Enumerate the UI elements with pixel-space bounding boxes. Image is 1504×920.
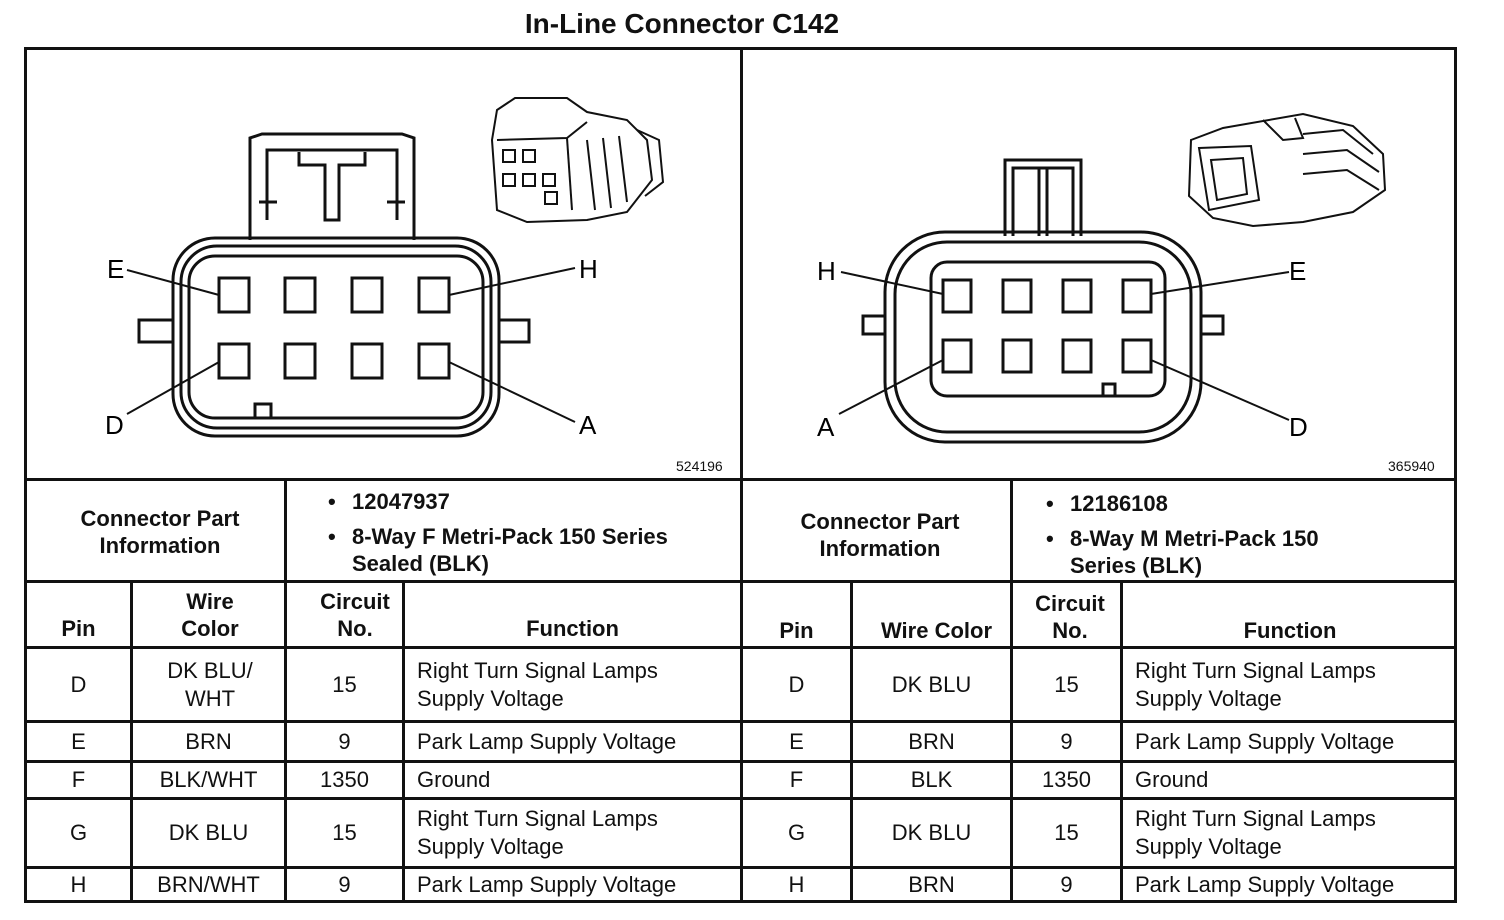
- connector-info-label: Connector Part Information: [800, 509, 960, 561]
- col-divider: [130, 582, 133, 903]
- function-cell: Right Turn Signal Lamps Supply Voltage: [417, 806, 658, 859]
- function-cell: Park Lamp Supply Voltage: [1135, 871, 1395, 897]
- circuit-header: Circuit No.: [320, 589, 390, 641]
- pin-label-top-right: H: [579, 254, 598, 284]
- function-cell: Park Lamp Supply Voltage: [417, 871, 677, 897]
- part-description: 8-Way F Metri-Pack 150 Series Sealed (BL…: [352, 524, 668, 576]
- male-connector-diagram: H E A D: [743, 50, 1457, 480]
- col-divider: [1120, 582, 1123, 903]
- circuit-cell: 15: [332, 671, 357, 697]
- female-connector-drawing: [126, 97, 665, 438]
- function-cell: Right Turn Signal Lamps Supply Voltage: [1135, 806, 1376, 859]
- circuit-cell: 9: [1060, 871, 1073, 897]
- wire-color-cell: DK BLU: [891, 820, 972, 845]
- diagram-divider: [24, 478, 1457, 481]
- wire-color-header: Wire Color: [181, 589, 239, 641]
- function-cell: Right Turn Signal Lamps Supply Voltage: [1135, 657, 1376, 711]
- function-cell: Right Turn Signal Lamps Supply Voltage: [417, 657, 658, 711]
- row-divider: [24, 866, 1457, 869]
- wire-color-cell: BRN: [908, 728, 955, 754]
- wire-color-cell: BLK/WHT: [159, 767, 258, 792]
- part-info: •12047937 •8-Way F Metri-Pack 150 Series…: [328, 488, 728, 585]
- page-title: In-Line Connector C142: [524, 8, 840, 39]
- pin-label-bottom-right: D: [1289, 412, 1308, 442]
- col-divider: [284, 480, 287, 903]
- pin-label-top-left: H: [817, 256, 836, 286]
- pin-cell: E: [71, 728, 86, 754]
- function-cell: Ground: [1135, 767, 1209, 792]
- part-description: 8-Way M Metri-Pack 150 Series (BLK): [1070, 526, 1319, 578]
- circuit-header: Circuit No.: [1035, 591, 1105, 643]
- wire-color-cell: BRN: [908, 871, 955, 897]
- pin-cell: F: [789, 767, 804, 792]
- info-divider: [24, 580, 1457, 583]
- part-number-item: •12047937: [328, 489, 450, 514]
- figure-number: 524196: [676, 458, 723, 474]
- pin-cell: G: [69, 820, 88, 845]
- pin-label-top-left: E: [107, 254, 124, 284]
- pin-cell: D: [788, 671, 805, 697]
- function-cell: Park Lamp Supply Voltage: [1135, 728, 1395, 754]
- pin-cell: E: [789, 728, 804, 754]
- function-header: Function: [526, 616, 619, 641]
- col-divider: [850, 582, 853, 903]
- row-divider: [24, 797, 1457, 800]
- part-description-item: •8-Way M Metri-Pack 150 Series (BLK): [1046, 526, 1319, 578]
- part-number: 12047937: [352, 489, 450, 514]
- pin-cell: D: [70, 671, 87, 697]
- wire-color-cell: DK BLU/ WHT: [167, 657, 253, 711]
- pin-label-bottom-left: D: [105, 410, 124, 440]
- row-divider: [24, 760, 1457, 763]
- part-number-item: •12186108: [1046, 491, 1168, 516]
- pin-header: Pin: [61, 616, 96, 641]
- center-divider: [740, 48, 743, 903]
- wire-color-cell: DK BLU: [168, 820, 249, 845]
- part-number: 12186108: [1070, 491, 1168, 516]
- wire-color-cell: BRN: [185, 728, 232, 754]
- female-pin-labels: E H D A: [105, 254, 598, 440]
- circuit-cell: 15: [332, 820, 357, 845]
- male-pin-labels: H E A D: [817, 256, 1308, 442]
- pin-label-bottom-right: A: [579, 410, 597, 440]
- circuit-cell: 15: [1054, 671, 1079, 697]
- pin-cell: H: [788, 871, 805, 897]
- part-info: •12186108 •8-Way M Metri-Pack 150 Series…: [1046, 490, 1446, 587]
- pin-label-top-right: E: [1289, 256, 1306, 286]
- pin-label-bottom-left: A: [817, 412, 835, 442]
- wire-color-cell: BLK: [910, 767, 953, 792]
- wire-color-header: Wire Color: [880, 618, 993, 643]
- col-divider: [402, 582, 405, 903]
- connector-info-label: Connector Part Information: [80, 506, 240, 558]
- pin-cell: G: [787, 820, 806, 845]
- col-divider: [1010, 480, 1013, 903]
- circuit-cell: 1350: [1042, 767, 1091, 792]
- circuit-cell: 9: [1060, 728, 1073, 754]
- pin-cell: H: [70, 871, 87, 897]
- circuit-cell: 9: [338, 871, 351, 897]
- pin-header: Pin: [779, 618, 814, 643]
- circuit-cell: 9: [338, 728, 351, 754]
- header-divider: [24, 646, 1457, 649]
- circuit-cell: 15: [1054, 820, 1079, 845]
- circuit-cell: 1350: [320, 767, 369, 792]
- figure-number: 365940: [1388, 458, 1435, 474]
- wire-color-cell: BRN/WHT: [157, 871, 260, 897]
- row-divider: [24, 720, 1457, 723]
- female-connector-diagram: E H D A: [27, 50, 740, 480]
- wire-color-cell: DK BLU: [891, 671, 972, 697]
- male-connector-drawing: [838, 112, 1387, 444]
- pin-cell: F: [71, 767, 86, 792]
- function-header: Function: [1243, 618, 1337, 643]
- function-cell: Ground: [417, 767, 491, 792]
- function-cell: Park Lamp Supply Voltage: [417, 728, 677, 754]
- part-description-item: •8-Way F Metri-Pack 150 Series Sealed (B…: [328, 523, 728, 577]
